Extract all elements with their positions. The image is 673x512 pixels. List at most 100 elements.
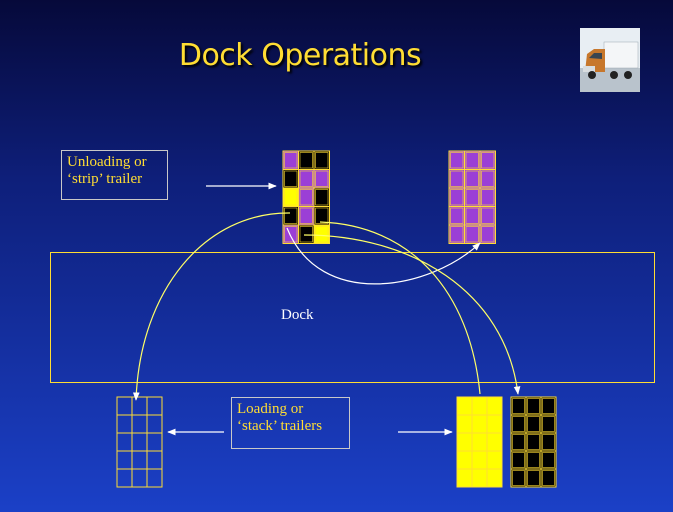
loading-label: Loading or ‘stack’ trailers xyxy=(231,397,350,449)
trailer-cell xyxy=(479,150,496,170)
trailer-cell-inner xyxy=(527,452,540,468)
trailer-cell xyxy=(486,468,503,488)
trailer-cell xyxy=(146,432,163,452)
dock-area xyxy=(50,252,655,383)
trailer-cell-inner xyxy=(450,207,464,224)
trailer-cell-inner xyxy=(315,226,329,243)
trailer-cell xyxy=(448,187,465,207)
unloading-label: Unloading or ‘strip’ trailer xyxy=(61,150,168,200)
trailer-cell-inner xyxy=(450,226,464,243)
trailer-cell xyxy=(146,468,163,488)
trailer-cell xyxy=(456,450,473,470)
trailer-cell xyxy=(540,414,557,434)
trailer-cell xyxy=(525,414,542,434)
strip-trailer-grid xyxy=(282,150,330,244)
trailer-cell xyxy=(540,450,557,470)
trailer-cell-inner xyxy=(315,207,329,224)
trailer-cell xyxy=(510,414,527,434)
trailer-cell xyxy=(448,150,465,170)
trailer-cell-inner xyxy=(315,189,329,206)
trailer-cell-inner xyxy=(512,398,525,414)
trailer-cell xyxy=(510,432,527,452)
trailer-cell-inner xyxy=(450,152,464,169)
flow-strip-to-black-trailer xyxy=(303,234,521,395)
trailer-cell xyxy=(479,187,496,207)
trailer-cell-inner xyxy=(542,434,555,450)
trailer-cell-inner xyxy=(465,170,479,187)
trailer-cell xyxy=(456,414,473,434)
trailer-cell-inner xyxy=(465,207,479,224)
trailer-cell xyxy=(146,396,163,416)
trailer-cell-inner xyxy=(527,470,540,486)
slide-title: Dock Operations xyxy=(178,38,422,73)
trailer-cell xyxy=(464,169,481,189)
trailer-cell xyxy=(313,187,330,207)
loading-label-line-1: Loading or xyxy=(237,401,304,417)
trailer-cell-inner xyxy=(527,416,540,432)
trailer-cell xyxy=(525,432,542,452)
trailer-cell xyxy=(479,224,496,244)
trailer-cell-inner xyxy=(299,207,313,224)
trailer-cell-inner xyxy=(465,152,479,169)
flow-strip-to-purple-trailer xyxy=(286,227,481,285)
trailer-cell xyxy=(510,468,527,488)
trailer-cell xyxy=(456,468,473,488)
trailer-cell-inner xyxy=(542,452,555,468)
stack-black-grid xyxy=(510,396,557,488)
trailer-cell xyxy=(464,206,481,226)
trailer-cell-inner xyxy=(481,189,495,206)
trailer-cell xyxy=(486,396,503,416)
trailer-cell xyxy=(298,169,315,189)
trailer-cell xyxy=(313,224,330,244)
trailer-cell xyxy=(486,414,503,434)
trailer-cell-inner xyxy=(284,170,298,187)
trailer-cell-inner xyxy=(527,434,540,450)
truck-icon xyxy=(580,28,640,92)
trailer-cell-inner xyxy=(315,152,329,169)
stack-yellow-grid xyxy=(456,396,503,488)
trailer-cell xyxy=(131,450,148,470)
stack-left-grid xyxy=(116,396,163,488)
trailer-cell-inner xyxy=(481,207,495,224)
unloading-label-line-1: Unloading or xyxy=(67,154,147,170)
trailer-cell xyxy=(313,150,330,170)
dock-label: Dock xyxy=(281,307,314,323)
trailer-cell xyxy=(540,432,557,452)
trailer-cell xyxy=(116,432,133,452)
trailer-cell xyxy=(471,414,488,434)
trailer-cell-inner xyxy=(284,226,298,243)
trailer-cell xyxy=(146,450,163,470)
trailer-cell-inner xyxy=(527,398,540,414)
trailer-cell xyxy=(282,150,299,170)
flow-arrows xyxy=(132,182,521,436)
trailer-cell-inner xyxy=(542,470,555,486)
trailer-cell xyxy=(298,187,315,207)
trailer-cell-inner xyxy=(299,226,313,243)
trailer-cell xyxy=(540,468,557,488)
trailer-cell xyxy=(479,169,496,189)
trailer-cell xyxy=(116,414,133,434)
trailer-cell xyxy=(448,224,465,244)
trailer-cell xyxy=(464,150,481,170)
trailer-cell-inner xyxy=(299,170,313,187)
trailer-cell-inner xyxy=(450,170,464,187)
trailer-cell xyxy=(131,414,148,434)
trailer-grids xyxy=(116,150,557,488)
flow-yellow-trailer-to-strip xyxy=(319,221,481,395)
trailer-cell xyxy=(131,432,148,452)
trailer-cell xyxy=(448,169,465,189)
trailer-cell xyxy=(525,450,542,470)
trailer-cell-inner xyxy=(299,152,313,169)
trailer-cell-inner xyxy=(450,189,464,206)
trailer-cell xyxy=(525,396,542,416)
trailer-cell xyxy=(510,396,527,416)
trailer-cell xyxy=(456,432,473,452)
trailer-cell xyxy=(525,468,542,488)
trailer-cell xyxy=(448,206,465,226)
trailer-cell xyxy=(282,206,299,226)
trailer-cell-inner xyxy=(512,470,525,486)
trailer-cell xyxy=(116,396,133,416)
flow-strip-to-left-trailer xyxy=(132,212,291,401)
